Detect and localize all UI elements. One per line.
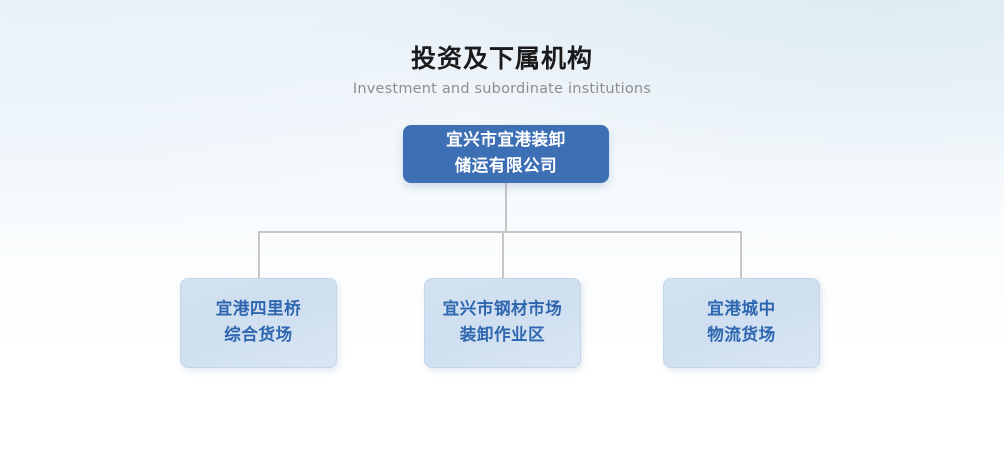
org-node-child-3[interactable]: 宜港城中 物流货场 bbox=[663, 278, 820, 368]
org-node-child-2-line-1: 宜兴市钢材市场 bbox=[442, 300, 563, 319]
org-node-child-3-line-2: 物流货场 bbox=[707, 326, 776, 344]
org-node-child-1[interactable]: 宜港四里桥 综合货场 bbox=[180, 278, 337, 368]
org-node-child-1-line-1: 宜港四里桥 bbox=[215, 300, 302, 319]
org-node-child-1-line-2: 综合货场 bbox=[224, 326, 293, 344]
org-node-child-2[interactable]: 宜兴市钢材市场 装卸作业区 bbox=[424, 278, 581, 368]
org-node-root-line-2: 储运有限公司 bbox=[454, 157, 558, 175]
page-subtitle: Investment and subordinate institutions bbox=[352, 81, 652, 97]
page-title: 投资及下属机构 bbox=[410, 45, 593, 73]
connector-drop-child-3 bbox=[740, 231, 742, 279]
org-node-root-line-1: 宜兴市宜港装卸 bbox=[446, 131, 566, 150]
page-heading: 投资及下属机构 Investment and subordinate insti… bbox=[0, 44, 1004, 98]
connector-drop-child-2 bbox=[502, 231, 504, 279]
org-node-root[interactable]: 宜兴市宜港装卸 储运有限公司 bbox=[403, 125, 609, 183]
connector-drop-child-1 bbox=[258, 231, 260, 279]
org-node-child-2-line-2: 装卸作业区 bbox=[459, 326, 546, 344]
connector-horizontal-bus bbox=[258, 231, 742, 233]
connector-root-stem bbox=[505, 183, 507, 232]
org-node-child-3-line-1: 宜港城中 bbox=[707, 300, 776, 319]
